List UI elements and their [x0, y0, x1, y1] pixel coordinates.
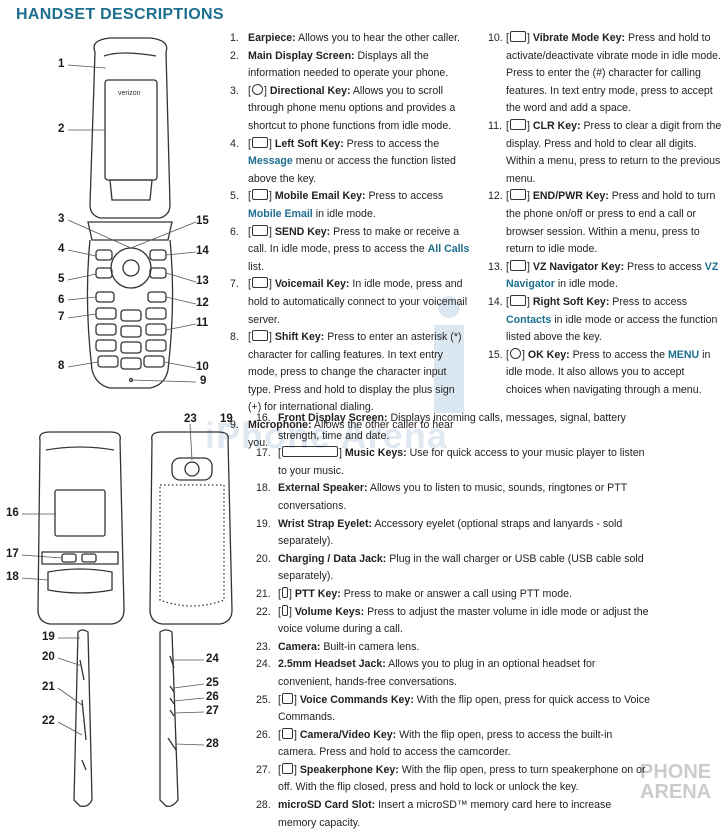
callout-21: 21 [42, 681, 55, 693]
desc-item-18: 18.External Speaker: Allows you to liste… [256, 482, 627, 512]
desc-item-24: 24.2.5mm Headset Jack: Allows you to plu… [256, 658, 596, 688]
right-soft-key-icon [509, 294, 526, 306]
callout-11: 11 [196, 317, 209, 329]
ptt-key-icon [281, 586, 288, 598]
callout-13: 13 [196, 275, 209, 287]
clr-key-icon [509, 118, 526, 130]
right-side-view-drawing [159, 629, 179, 808]
desc-item-26: 26.[] Camera/Video Key: With the flip op… [256, 727, 613, 759]
callout-6: 6 [58, 294, 65, 306]
callout-16: 16 [6, 507, 19, 519]
desc-item-4: 4.[] Left Soft Key: Press to access the … [230, 136, 456, 185]
callout-19-side: 19 [42, 631, 55, 643]
ok-key-icon [509, 347, 521, 359]
callout-12: 12 [196, 297, 209, 309]
desc-item-9: 9.Microphone: Allows the other caller to… [230, 419, 454, 449]
descriptions-column-2: 10.[] Vibrate Mode Key: Press and hold t… [488, 30, 722, 399]
desc-item-1: 1.Earpiece: Allows you to hear the other… [230, 32, 460, 44]
callout-3: 3 [58, 213, 65, 225]
desc-item-21: 21.[] PTT Key: Press to make or answer a… [256, 586, 572, 600]
callout-5: 5 [58, 273, 65, 285]
callout-14: 14 [196, 245, 209, 257]
left-side-view-drawing [73, 629, 93, 808]
callout-23: 23 [184, 413, 197, 425]
descriptions-column-3: 16.Front Display Screen: Displays incomi… [256, 410, 651, 832]
desc-item-14: 14.[] Right Soft Key: Press to access Co… [488, 294, 718, 344]
desc-item-3: 3.[] Directional Key: Allows you to scro… [230, 83, 456, 132]
voicemail-key-icon [251, 277, 268, 289]
voice-commands-key-icon [281, 692, 293, 704]
closed-phone-front-drawing [37, 431, 125, 625]
send-key-icon [251, 224, 268, 236]
desc-item-6: 6.[] SEND Key: Press to make or receive … [230, 224, 470, 273]
mobile-email-key-icon [251, 189, 268, 201]
watermark-i-logo [434, 296, 464, 413]
desc-item-10: 10.[] Vibrate Mode Key: Press and hold t… [488, 31, 721, 115]
callout-7: 7 [58, 311, 65, 323]
phone-brand-label: verizon [118, 90, 141, 97]
desc-item-25: 25.[] Voice Commands Key: With the flip … [256, 692, 650, 724]
closed-phone-back-drawing [149, 431, 233, 625]
callout-17: 17 [6, 548, 19, 560]
callout-15: 15 [196, 215, 209, 227]
callout-19-top: 19 [220, 413, 233, 425]
callout-22: 22 [42, 715, 55, 727]
desc-item-5: 5.[] Mobile Email Key: Press to access M… [230, 189, 444, 220]
callout-25: 25 [206, 677, 219, 689]
speakerphone-key-icon [281, 762, 293, 774]
callout-18: 18 [6, 571, 19, 583]
desc-item-17: 17.[] Music Keys: Use for quick access t… [256, 446, 645, 477]
desc-item-12: 12.[] END/PWR Key: Press and hold to tur… [488, 189, 716, 256]
shift-key-icon [251, 330, 268, 342]
desc-item-20: 20.Charging / Data Jack: Plug in the wal… [256, 552, 644, 583]
callout-27: 27 [206, 705, 219, 717]
callout-10: 10 [196, 361, 209, 373]
directional-key-icon [251, 83, 263, 95]
end-power-key-icon [509, 189, 526, 201]
desc-item-15: 15.[] OK Key: Press to access the MENU i… [488, 347, 711, 396]
callout-leaders [21, 64, 205, 746]
callout-2: 2 [58, 123, 65, 135]
desc-item-27: 27.[] Speakerphone Key: With the flip op… [256, 762, 646, 794]
callout-28: 28 [206, 738, 219, 750]
callout-26: 26 [206, 691, 219, 703]
desc-item-19: 19.Wrist Strap Eyelet: Accessory eyelet … [256, 517, 623, 548]
callout-1: 1 [58, 58, 65, 70]
desc-item-2: 2.Main Display Screen: Displays all the … [230, 49, 449, 80]
phone-illustrations: verizon [21, 37, 233, 808]
camera-video-key-icon [281, 727, 293, 739]
left-soft-key-icon [251, 136, 268, 148]
callout-20: 20 [42, 651, 55, 663]
callout-24: 24 [206, 653, 219, 665]
desc-item-16: 16.Front Display Screen: Displays incomi… [256, 412, 626, 442]
desc-item-11: 11.[] CLR Key: Press to clear a digit fr… [488, 118, 722, 185]
music-keys-icon [281, 446, 338, 458]
desc-item-23: 23.Camera: Built-in camera lens. [256, 640, 420, 653]
volume-keys-icon [281, 604, 288, 616]
descriptions-column-1: 1.Earpiece: Allows you to hear the other… [230, 30, 470, 452]
desc-item-13: 13.[] VZ Navigator Key: Press to access … [488, 259, 719, 291]
desc-item-7: 7.[] Voicemail Key: In idle mode, press … [230, 277, 468, 326]
callout-8: 8 [58, 360, 65, 372]
desc-item-22: 22.[] Volume Keys: Press to adjust the m… [256, 604, 649, 636]
callout-9: 9 [200, 375, 207, 387]
desc-item-28: 28.microSD Card Slot: Insert a microSD™ … [256, 799, 612, 829]
page-title: HANDSET DESCRIPTIONS [16, 6, 224, 23]
vibrate-key-icon [509, 31, 526, 42]
callout-4: 4 [58, 243, 65, 255]
vz-navigator-key-icon [509, 259, 526, 271]
desc-item-8: 8.[] Shift Key: Press to enter an asteri… [230, 330, 462, 414]
